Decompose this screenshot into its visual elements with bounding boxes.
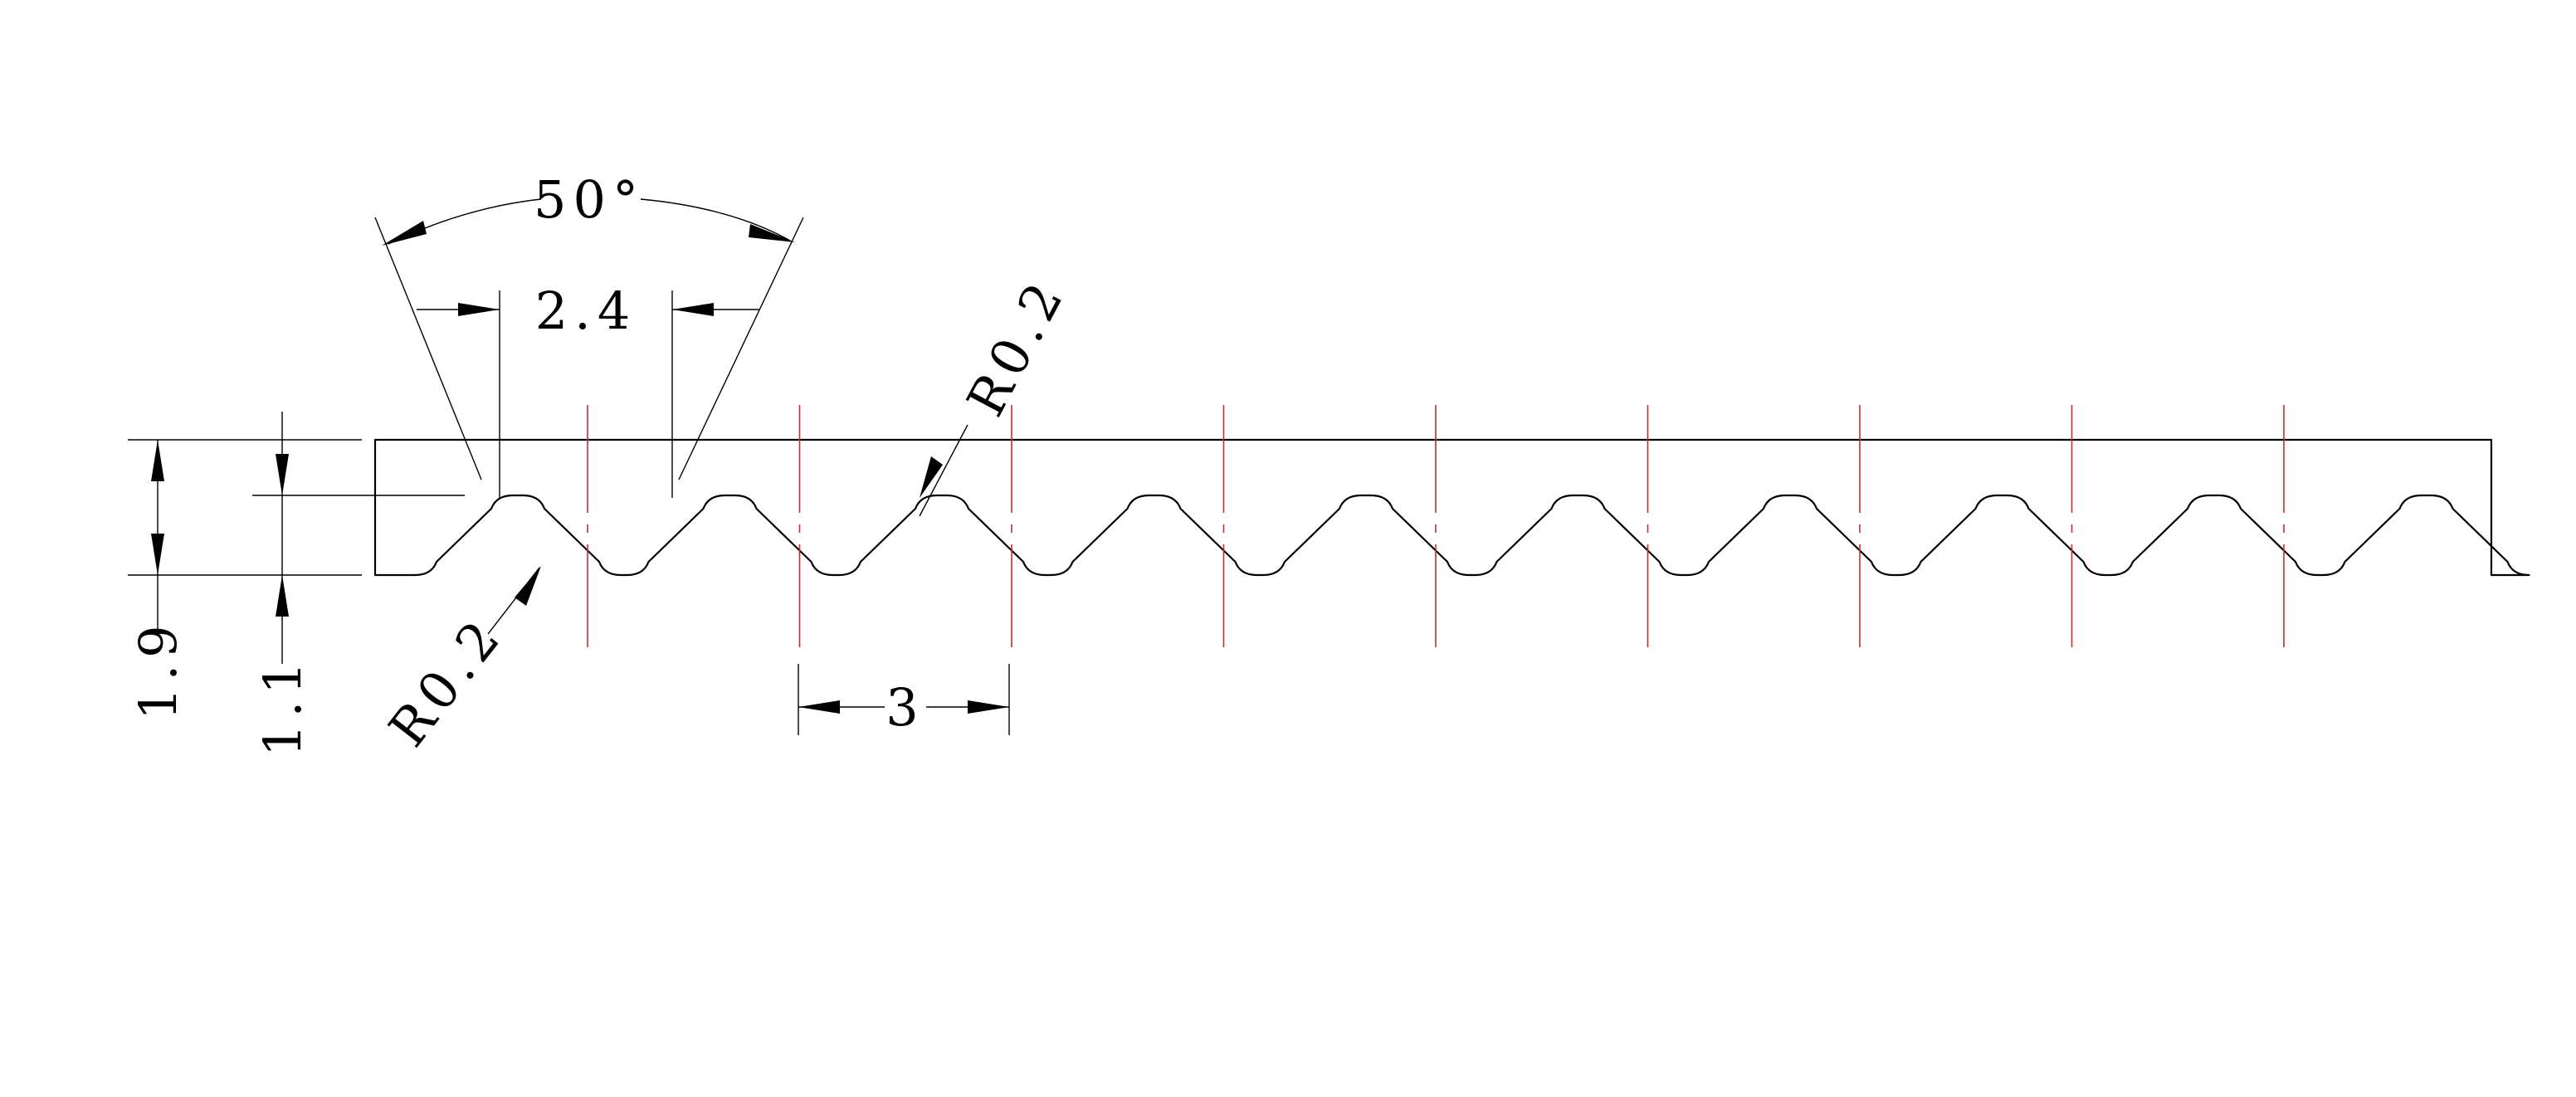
angle-label: 50°: [534, 169, 645, 230]
pitch-arrow-right: [968, 700, 1009, 714]
pitch-label: 3: [886, 677, 925, 738]
pitch-arrow-left: [798, 700, 840, 714]
root-radius-label: R0.2: [377, 605, 515, 758]
pitch-center-lines: [587, 405, 2285, 647]
angle-extension-left: [374, 217, 482, 480]
pitch-dimension: 3: [798, 664, 1010, 738]
angle-arrow-right: [749, 224, 795, 242]
width-arrow-left: [458, 303, 500, 316]
root-radius-arrow: [515, 566, 541, 606]
angle-dimension: 50°: [374, 169, 804, 480]
angle-arc-right: [640, 198, 791, 241]
base-height-dimension: 1.1: [252, 412, 465, 757]
tip-radius-arrow: [920, 456, 943, 498]
tooth-width-label: 2.4: [535, 280, 637, 341]
angle-extension-right: [678, 217, 804, 480]
total-height-dimension: 1.9: [128, 439, 362, 720]
height-arrow-top: [151, 440, 164, 481]
belt-outline: [373, 438, 2530, 577]
height-arrow-bottom: [151, 534, 164, 575]
tip-radius-leader: [919, 424, 968, 517]
angle-arrow-left: [382, 221, 427, 246]
tip-radius-label: R0.2: [955, 267, 1078, 426]
total-height-label: 1.9: [128, 618, 188, 720]
base-height-label: 1.1: [252, 655, 313, 757]
width-arrow-right: [672, 303, 714, 316]
root-radius-dimension: R0.2: [377, 566, 541, 758]
base-arrow-top: [276, 454, 289, 495]
tooth-width-dimension: 2.4: [417, 280, 760, 498]
tip-radius-dimension: R0.2: [919, 267, 1078, 517]
base-arrow-bottom: [276, 575, 289, 617]
